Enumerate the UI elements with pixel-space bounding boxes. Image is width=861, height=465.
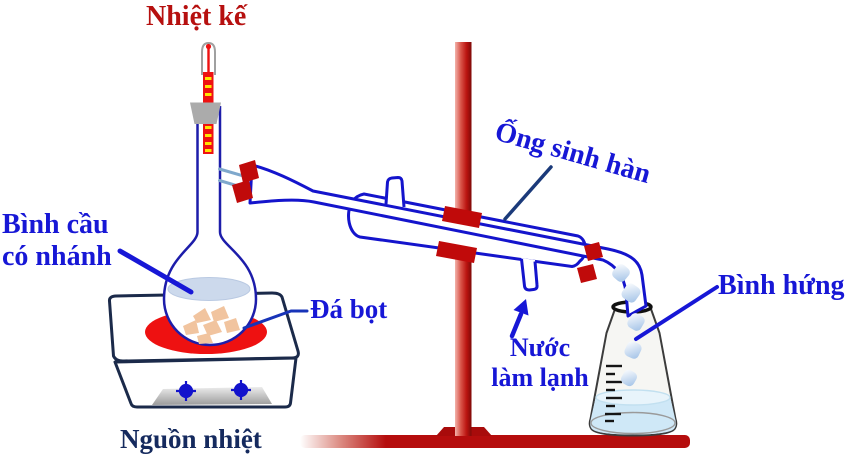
clamp-lower — [436, 241, 477, 263]
arrow-cooling-water — [509, 299, 529, 339]
clamp-end-upper — [584, 242, 603, 261]
distillate-drops — [612, 264, 645, 387]
receiver-graduations — [605, 364, 622, 423]
pointer-condenser — [503, 165, 553, 221]
vapour-tube — [248, 163, 648, 318]
condenser-clamps — [436, 206, 603, 283]
pointer-flask — [117, 248, 194, 295]
round-bottom-flask-graphic — [162, 106, 258, 347]
side-arm-stopper — [232, 160, 259, 203]
label-receiving-flask: Bình hứng — [718, 270, 845, 301]
clamp-end-lower — [577, 264, 597, 283]
receiver-base-rim — [590, 411, 676, 435]
boiling-stones-graphic — [183, 306, 240, 344]
pointer-lines — [117, 165, 719, 341]
rubber-stopper — [190, 102, 221, 124]
receiver-liquid-surface — [595, 389, 671, 406]
control-knobs — [176, 380, 251, 401]
pointer-receiving-flask — [634, 285, 719, 341]
knob-right — [233, 382, 249, 398]
label-boiling-stones: Đá bọt — [310, 294, 388, 324]
condenser-graphic — [232, 160, 648, 318]
clamp-upper — [442, 206, 482, 228]
water-inlet-nub — [384, 175, 406, 208]
flask-liquid — [167, 277, 251, 301]
stand-base-bar — [300, 435, 690, 448]
water-inlet-fill — [386, 177, 404, 208]
label-flask: Bình cầu có nhánh — [2, 209, 112, 273]
label-cooling-water: Nước làm lạnh — [491, 333, 589, 393]
hot-plate-base-panel — [152, 387, 272, 405]
thermometer-graphic — [190, 41, 221, 154]
thermometer-ticks — [205, 77, 212, 152]
pointer-boiling-stones — [242, 309, 309, 330]
label-heat-source: Nguồn nhiệt — [120, 424, 262, 454]
water-outlet-nub — [520, 258, 539, 292]
label-thermometer: Nhiệt kế — [146, 1, 247, 32]
knob-left — [178, 383, 194, 399]
